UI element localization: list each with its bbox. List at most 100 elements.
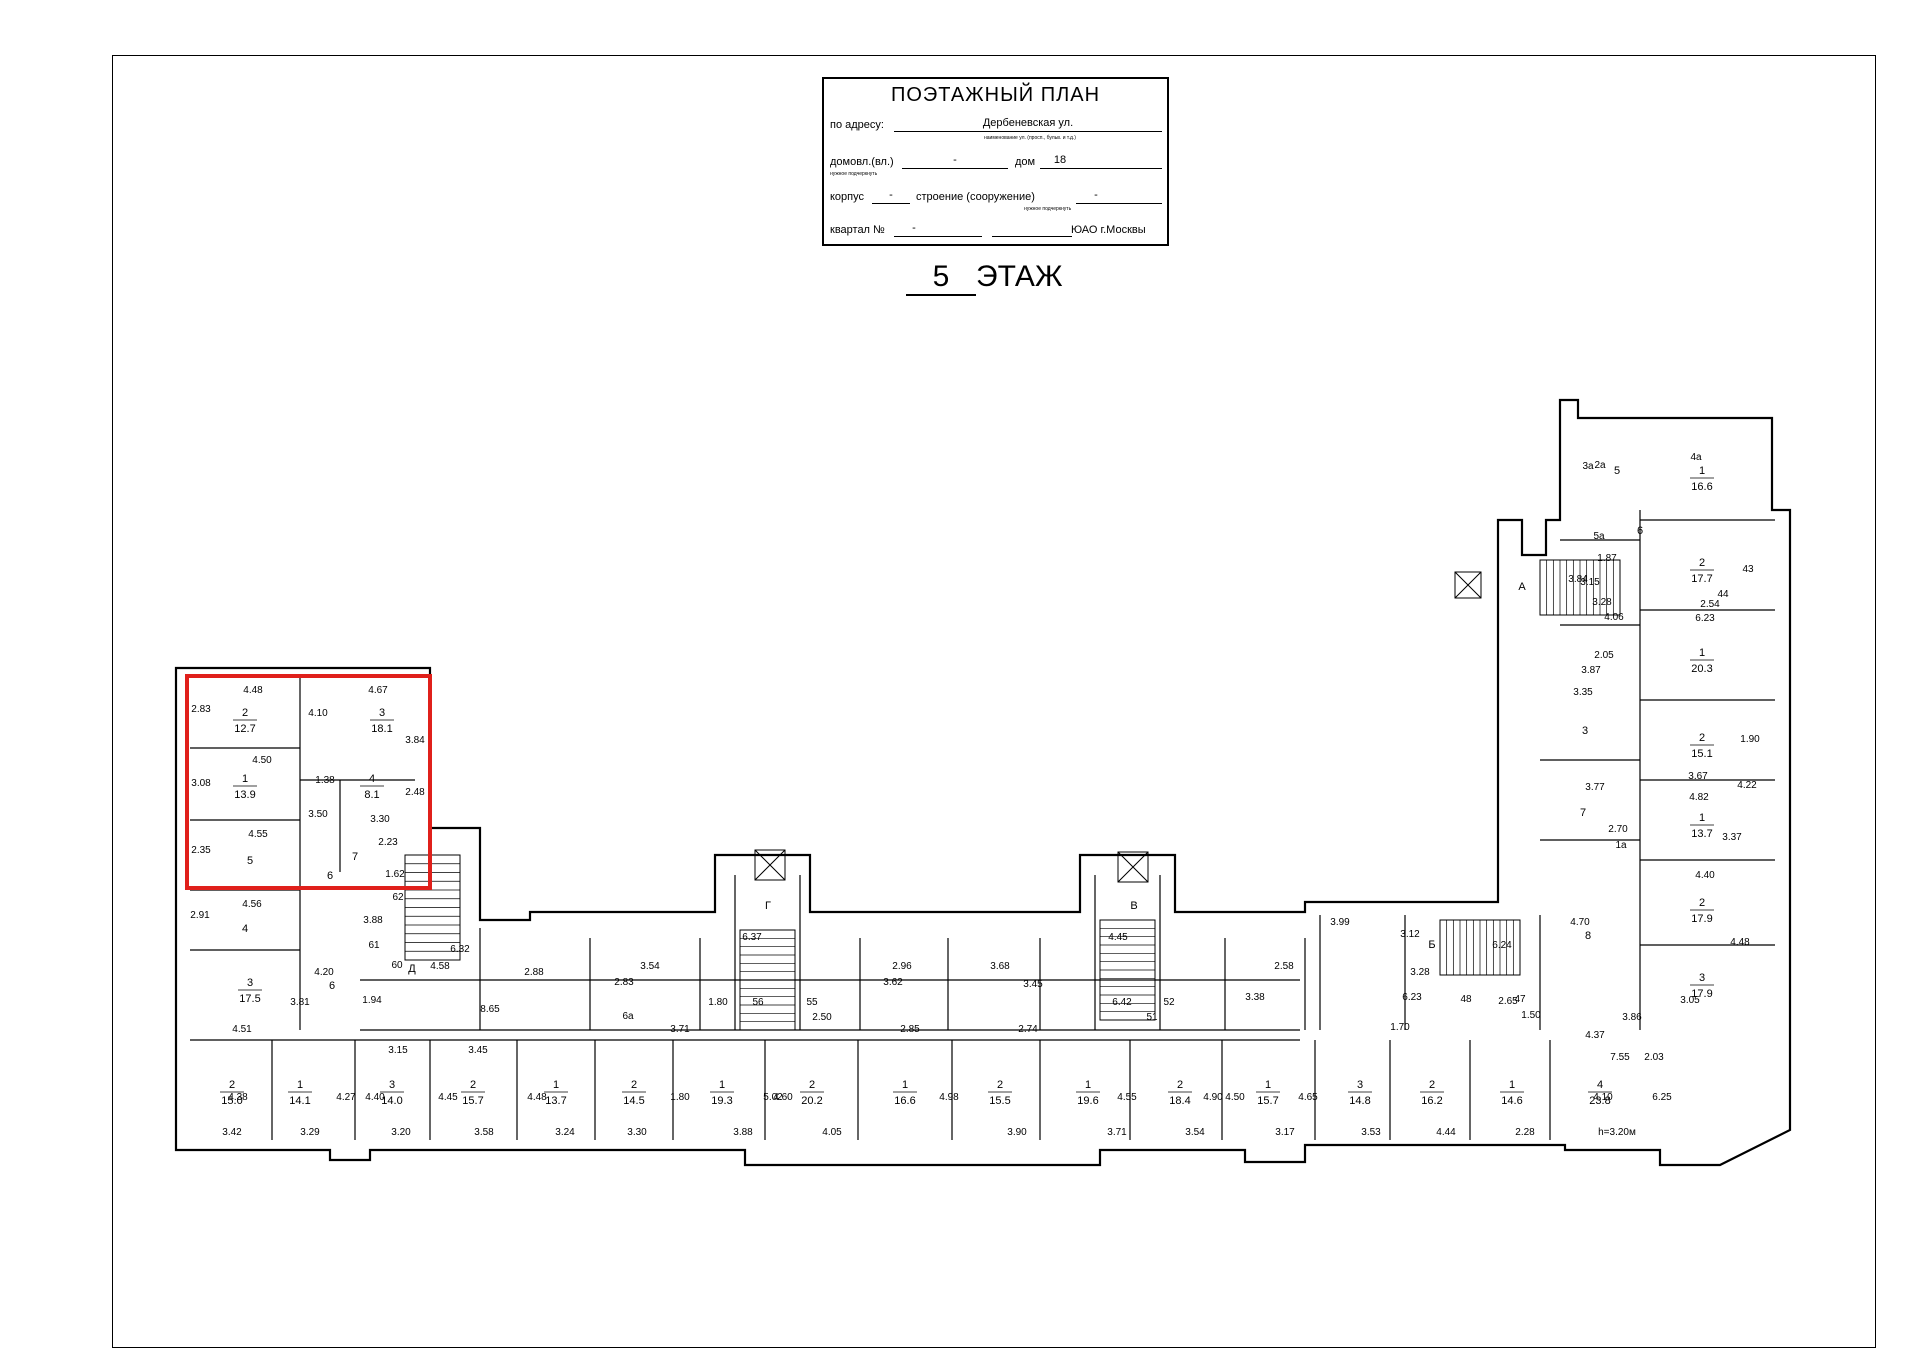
- dimension-label: 3.30: [370, 814, 390, 825]
- address-value: Дербеневская ул.: [982, 117, 1074, 129]
- dimension-label: 56: [752, 997, 764, 1008]
- dimension-label: 3.42: [222, 1127, 242, 1138]
- dimension-label: 60: [391, 960, 403, 971]
- dimension-label: 3.88: [733, 1127, 753, 1138]
- room-number: 7: [352, 851, 358, 863]
- room-number: 1: [1265, 1079, 1271, 1091]
- dimension-label: 1а: [1615, 840, 1627, 851]
- dimension-label: 4.48: [243, 685, 263, 696]
- dimension-label: 6.23: [1402, 992, 1422, 1003]
- room-area: 18.4: [1169, 1095, 1190, 1107]
- domovl-label: домовл.(вл.): [830, 156, 894, 168]
- room-label: 218.4: [1168, 1079, 1192, 1107]
- dimension-label: 4.67: [368, 685, 388, 696]
- room-number: Г: [765, 900, 771, 912]
- room-number: 1: [1509, 1079, 1515, 1091]
- domovl-row: домовл.(вл.): [830, 156, 1161, 168]
- room-label: 114.1: [288, 1079, 312, 1107]
- room-area: 15.5: [989, 1095, 1010, 1107]
- room-label: 119.3: [710, 1079, 734, 1107]
- room-label: 6: [329, 980, 335, 992]
- dimension-label: 3.86: [1622, 1012, 1642, 1023]
- dimension-label: 4.60: [773, 1092, 793, 1103]
- room-number: 3: [247, 977, 253, 989]
- dimension-label: 4.51: [232, 1024, 252, 1035]
- room-label: 314.0: [380, 1079, 404, 1107]
- floor-number: 5: [906, 260, 976, 296]
- room-label: В: [1130, 900, 1137, 912]
- dimension-label: 47: [1514, 994, 1526, 1005]
- room-area: 23.8: [1589, 1095, 1610, 1107]
- dimension-label: 4.82: [1689, 792, 1709, 803]
- dimension-label: 4.50: [1225, 1092, 1245, 1103]
- dimension-label: 3.54: [1185, 1127, 1205, 1138]
- room-number: 2: [809, 1079, 815, 1091]
- room-number: 1: [1699, 812, 1705, 824]
- kvartal-value: -: [912, 222, 916, 234]
- dimension-label: 3.28: [1592, 597, 1612, 608]
- dimension-label: 3.45: [1023, 979, 1043, 990]
- dimension-label: 2.74: [1018, 1024, 1038, 1035]
- room-label: 6: [1637, 525, 1643, 537]
- dimension-label: 48: [1460, 994, 1472, 1005]
- dimension-label: 44: [1717, 589, 1729, 600]
- room-number: 2: [229, 1079, 235, 1091]
- room-area: 16.6: [894, 1095, 915, 1107]
- room-number: 8: [1585, 930, 1591, 942]
- room-number: 1: [1699, 647, 1705, 659]
- room-label: 4: [242, 923, 248, 935]
- dimension-label: 1.87: [1597, 553, 1617, 564]
- dimension-label: 3а: [1582, 461, 1594, 472]
- dimension-label: 1.38: [315, 775, 335, 786]
- dimension-label: 2.48: [405, 787, 425, 798]
- dimension-label: 62: [392, 892, 404, 903]
- dimension-label: 2.85: [900, 1024, 920, 1035]
- room-label: 215.5: [988, 1079, 1012, 1107]
- room-label: 3: [1582, 725, 1588, 737]
- room-number: 6: [329, 980, 335, 992]
- room-area: 17.5: [239, 993, 260, 1005]
- room-number: 2: [242, 707, 248, 719]
- dimension-label: 2.88: [524, 967, 544, 978]
- dimension-label: 2.83: [614, 977, 634, 988]
- dimension-label: 2.58: [1274, 961, 1294, 972]
- room-area: 19.6: [1077, 1095, 1098, 1107]
- room-label: 318.1: [370, 707, 394, 735]
- room-number: 4: [1597, 1079, 1603, 1091]
- room-number: 2: [631, 1079, 637, 1091]
- dimension-label: 5а: [1593, 531, 1605, 542]
- room-number: 5: [247, 855, 253, 867]
- dimension-label: 6а: [622, 1011, 634, 1022]
- dimension-label: 2.35: [191, 845, 211, 856]
- room-area: 16.6: [1691, 481, 1712, 493]
- dimension-label: 3.77: [1585, 782, 1605, 793]
- dimension-label: 1.80: [708, 997, 728, 1008]
- room-number: 6: [1637, 525, 1643, 537]
- dimension-label: 55: [806, 997, 818, 1008]
- room-area: 14.8: [1349, 1095, 1370, 1107]
- room-number: 6: [327, 870, 333, 882]
- room-label: 5: [247, 855, 253, 867]
- stroenie-value: -: [1094, 189, 1098, 201]
- stroenie-label: строение (сооружение): [916, 191, 1035, 203]
- dimension-label: 2.70: [1608, 824, 1628, 835]
- dimension-label: 3.12: [1400, 929, 1420, 940]
- highlighted-apartment: [185, 674, 432, 890]
- room-area: 19.3: [711, 1095, 732, 1107]
- dimension-label: 4.70: [1570, 917, 1590, 928]
- room-number: В: [1130, 900, 1137, 912]
- korpus-label: корпус: [830, 191, 865, 203]
- room-label: 114.6: [1500, 1079, 1524, 1107]
- dimension-label: 4.40: [1695, 870, 1715, 881]
- room-number: 1: [553, 1079, 559, 1091]
- dimension-label: 4.55: [1117, 1092, 1137, 1103]
- dimension-label: 4.48: [1730, 937, 1750, 948]
- dimension-label: 4.10: [308, 708, 328, 719]
- dimension-label: 2.28: [1515, 1127, 1535, 1138]
- dimension-label: 4.10: [1593, 1092, 1613, 1103]
- dimension-label: 4.48: [527, 1092, 547, 1103]
- dimension-label: 4.56: [242, 899, 262, 910]
- dimension-label: 3.67: [1688, 771, 1708, 782]
- room-label: 113.7: [544, 1079, 568, 1107]
- room-label: 423.8: [1588, 1079, 1612, 1107]
